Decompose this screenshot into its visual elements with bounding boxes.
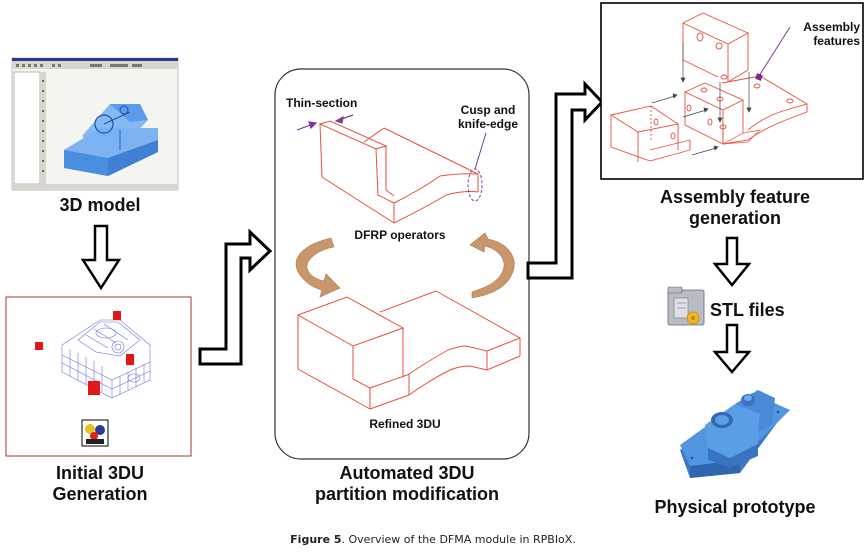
annotation-cusp: Cusp and knife-edge	[448, 103, 528, 132]
flow-arrow-step-2	[526, 80, 605, 280]
physical-prototype-model	[680, 390, 790, 478]
label-initial-3du-line2: Generation	[52, 483, 148, 504]
red-voxel-markers	[35, 311, 134, 395]
label-initial-3du: Initial 3DU Generation	[20, 463, 180, 504]
thin-section-arrows	[296, 114, 354, 131]
cusp-indicator	[467, 132, 487, 202]
rotate-arrow-right	[469, 232, 515, 299]
annotation-assembly-features-line2: features	[813, 33, 860, 48]
label-3d-model: 3D model	[59, 195, 141, 215]
annotation-assembly-features: Assembly features	[790, 20, 860, 49]
flow-arrow-down-1	[80, 224, 122, 291]
assembly-exploded-parts	[609, 12, 808, 162]
figure-caption: Figure 5. Overview of the DFMA module in…	[0, 533, 866, 546]
annotation-cusp-line2: knife-edge	[457, 116, 518, 131]
flow-arrow-down-3	[712, 323, 752, 374]
figure-caption-text: . Overview of the DFMA module in RPBIoX.	[341, 533, 576, 546]
label-automated-3du-line2: partition modification	[315, 483, 499, 504]
annotation-assembly-features-line1: Assembly	[803, 20, 860, 34]
thin-section-part	[318, 120, 479, 224]
label-physical-prototype: Physical prototype	[654, 497, 816, 517]
stl-file-icon	[667, 286, 705, 326]
label-automated-3du-line1: Automated 3DU	[339, 463, 475, 483]
blue-part-model	[64, 104, 158, 176]
annotation-cusp-line1: Cusp and	[460, 103, 516, 117]
cad-window-thumbnail	[11, 57, 179, 191]
figure-caption-prefix: Figure 5	[290, 533, 342, 546]
label-automated-3du: Automated 3DU partition modification	[292, 463, 522, 504]
label-assembly-feature: Assembly feature generation	[640, 187, 830, 228]
flow-arrow-down-2	[712, 236, 752, 287]
assembly-feature-frame	[600, 2, 864, 180]
flow-arrow-step-1	[198, 228, 273, 366]
voxel-grid-model	[61, 319, 151, 399]
app-icon	[81, 419, 109, 447]
assembly-guide-arrows	[651, 42, 752, 156]
label-stl-files: STL files	[710, 300, 785, 320]
rotate-arrow-left	[295, 237, 341, 298]
assembly-feature-pointer	[755, 26, 791, 81]
label-assembly-feature-line2: generation	[688, 207, 781, 228]
annotation-refined-3du: Refined 3DU	[369, 417, 441, 431]
label-assembly-feature-line1: Assembly feature	[659, 187, 811, 207]
refined-3du-part	[296, 290, 521, 410]
annotation-thin-section: Thin-section	[286, 96, 358, 110]
label-initial-3du-line1: Initial 3DU	[55, 463, 144, 483]
annotation-dfrp-operators: DFRP operators	[354, 228, 446, 242]
